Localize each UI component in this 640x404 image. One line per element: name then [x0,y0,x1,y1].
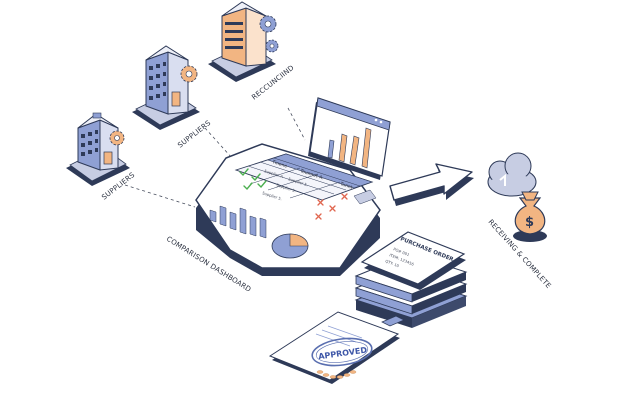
table-cell: Supplier 5. [288,176,309,187]
floating-chart-card [308,97,391,180]
table-cell: Supplier A [264,168,284,179]
cloud-icon [487,152,537,197]
gear-icon [109,130,125,146]
gear-icon [259,15,277,33]
table-header-3: Tunnt [338,181,353,191]
laurel-icon [316,370,357,379]
gear-icon [265,39,279,53]
flow-arrow [389,163,474,206]
reconciling-building [208,1,279,82]
money-bag-icon: $ [513,191,547,242]
supplier-building-mid [132,45,200,130]
receiving-icon: $ [487,152,547,242]
platform-bar-chart [209,205,267,239]
cross-icon [315,193,348,220]
connector-lines [124,107,306,208]
po-line: QTY: 10 [385,258,401,268]
gear-icon [180,65,198,83]
approved-document: APPROVED [268,311,400,384]
check-icon [239,168,267,191]
po-line: PO# 001 [393,246,411,257]
supplier-label-mid: SUPPLIERS [176,119,212,150]
supplier-building-left [66,112,130,186]
card-bar-chart [327,127,372,169]
dollar-icon: $ [525,215,534,230]
table-cell: Supplier 5. [276,182,297,193]
table-header-1: Tinene [270,159,288,170]
platform-pie-chart [271,233,309,259]
table-cell: Supplier 5. [262,190,283,201]
comparison-table: Tinene Tounnet A. Tunnt Supplier A Suppl… [234,153,374,220]
purchase-order-stack: PURCHASE ORDER PO# 001 ITEM: 123456 QTY:… [354,231,468,328]
comparison-dashboard: Tinene Tounnet A. Tunnt Supplier A Suppl… [195,143,381,276]
